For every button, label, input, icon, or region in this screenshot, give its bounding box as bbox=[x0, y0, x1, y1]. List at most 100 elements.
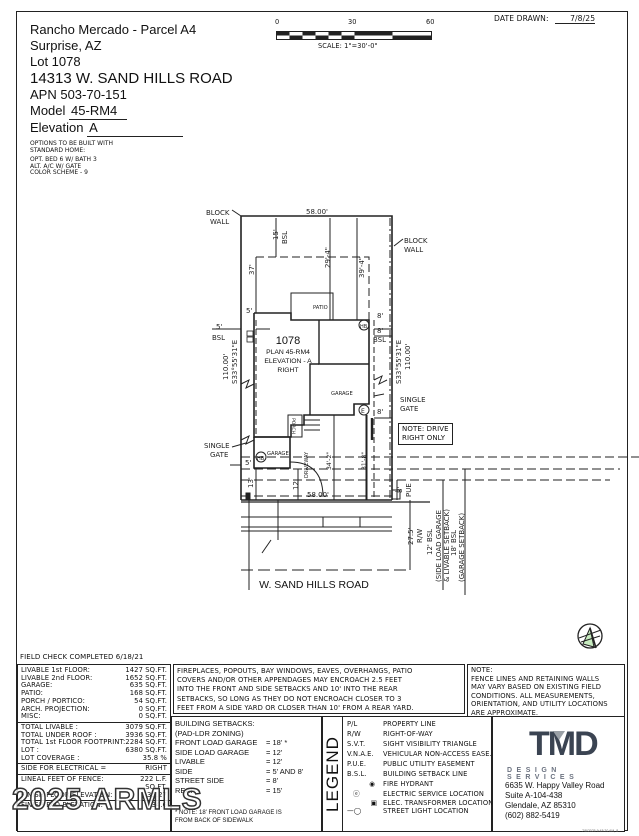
elevation-value: A bbox=[87, 120, 184, 137]
area-row: LIVABLE 2nd FLOOR:1652 SQ.FT. bbox=[21, 674, 167, 683]
apn: APN 503-70-151 bbox=[30, 87, 127, 102]
total-row: LOT :6380 SQ.FT. bbox=[21, 746, 167, 755]
area-label: GARAGE: bbox=[21, 681, 53, 690]
note-line: ORIENTATION, AND UTILITY LOCATIONS bbox=[471, 700, 608, 708]
front-13: 13' bbox=[247, 477, 255, 488]
electrical-label: SIDE FOR ELECTRICAL = bbox=[21, 764, 107, 773]
area-row: LIVABLE 1st FLOOR: 1427 SQ.FT. bbox=[21, 666, 167, 675]
fence-row: LINEAL FEET OF FENCE:222 L.F. bbox=[21, 775, 167, 784]
legend-item: ◉FIRE HYDRANT bbox=[347, 779, 493, 789]
date-drawn: DATE DRAWN: 7/8/25 bbox=[494, 15, 596, 24]
right-bsl-label: BSL bbox=[373, 336, 386, 344]
setback-value: = 12' bbox=[266, 747, 283, 757]
area-row: GARAGE:635 SQ.FT. bbox=[21, 682, 167, 690]
single-gate-left-2: GATE bbox=[210, 451, 228, 459]
scale-tick: 60 bbox=[426, 18, 435, 26]
legend-abbr: P.U.E. bbox=[347, 760, 367, 768]
fence-value: 222 L.F. bbox=[140, 775, 167, 784]
fence-note-title: NOTE: bbox=[471, 666, 493, 674]
legend-abbr: S.V.T. bbox=[347, 740, 366, 748]
setback-label: FRONT LOAD GARAGE bbox=[175, 738, 258, 747]
area-value: 0 SQ.FT. bbox=[138, 712, 167, 721]
setback-value: = 15' bbox=[266, 785, 283, 795]
company-address: Suite A-104-438 bbox=[505, 791, 563, 800]
area-value: 1427 SQ.FT. bbox=[125, 666, 167, 674]
scale-tick: 0 bbox=[275, 18, 280, 26]
area-row: MISC: 0 SQ.FT. bbox=[21, 713, 167, 721]
left-bearing: S33°55'31"E bbox=[231, 340, 239, 384]
legend-item: —◯STREET LIGHT LOCATION bbox=[347, 807, 493, 815]
street-light-icon: —◯ bbox=[347, 807, 362, 815]
options-title-1: OPTIONS TO BE BUILT WITH bbox=[30, 140, 114, 147]
setbacks-zoning: (PAD-LDR ZONING) bbox=[175, 728, 244, 738]
setback-label: LIVABLE bbox=[175, 757, 205, 766]
block-wall-left-2: WALL bbox=[210, 218, 229, 226]
area-label: ARCH. PROJECTION: bbox=[21, 704, 90, 713]
option-item: ALT. A/C W/ GATE bbox=[30, 162, 82, 170]
setback-label: REAR bbox=[175, 785, 196, 795]
logo-subtitle: DESIGN SERVICES bbox=[507, 767, 579, 781]
setback-value: = 12' bbox=[266, 757, 283, 766]
legend-item: P.U.E.PUBLIC UTILITY EASEMENT bbox=[347, 759, 493, 769]
scale-bar: 0 30 60 SCALE: 1"=30'-0" bbox=[275, 18, 436, 51]
legend-item: ▣ELEC. TRANSFORMER LOCATION bbox=[347, 799, 494, 807]
front-12: 12' bbox=[292, 479, 300, 490]
garage-side-label: GARAGE bbox=[267, 451, 289, 457]
total-value: 3936 SQ.FT. bbox=[125, 730, 167, 739]
garage-main-label: GARAGE bbox=[331, 391, 353, 397]
model-value: 45-RM4 bbox=[69, 103, 128, 120]
option-item: OPT. BED 6 W/ BATH 3 bbox=[30, 156, 97, 164]
finish-floor-row: FINISH FLOOR ELEVATION:35.27 bbox=[21, 791, 167, 800]
setback-row: SIDE= 5' AND 8' bbox=[175, 767, 318, 777]
area-label: MISC: bbox=[21, 712, 41, 721]
finish-pad-label: FINISH PAD ELEVATION: bbox=[21, 801, 103, 810]
setback-value: = 18' * bbox=[266, 738, 288, 747]
transformer-icon: ▣ bbox=[370, 799, 377, 807]
dim-37: 37' bbox=[248, 264, 256, 275]
setbacks-note: FROM BACK OF SIDEWALK bbox=[175, 818, 254, 824]
electrical-value: RIGHT bbox=[145, 764, 167, 773]
block-wall-right-1: BLOCK bbox=[404, 237, 428, 245]
scale-bar-graphic bbox=[276, 31, 432, 40]
option-item: COLOR SCHEME - 9 bbox=[30, 169, 88, 177]
left-depth: 110.00' bbox=[222, 354, 230, 380]
street-address: 14313 W. SAND HILLS ROAD bbox=[30, 70, 233, 87]
legend-abbr: B.S.L. bbox=[347, 770, 367, 778]
total-row: LOT COVERAGE :35.8 % bbox=[21, 754, 167, 763]
armls-watermark: 2025 ARMLS bbox=[11, 782, 203, 817]
rear-bsl-dim: 15' bbox=[272, 229, 280, 240]
electric-service-icon: ⓔ bbox=[353, 790, 360, 798]
total-row: TOTAL UNDER ROOF :3936 SQ.FT. bbox=[21, 730, 167, 740]
setback-label: SIDE bbox=[175, 766, 193, 776]
setback-label: SIDE LOAD GARAGE bbox=[175, 747, 250, 757]
rw-label: R/W bbox=[416, 529, 424, 543]
setback-row: LIVABLE = 12' bbox=[175, 757, 318, 767]
bsl-18-note: (GARAGE SETBACK) bbox=[458, 513, 466, 582]
area-row: PORCH / PORTICO:54 SQ.FT. bbox=[21, 697, 167, 706]
north-arrow-icon bbox=[577, 623, 603, 649]
plan-orientation: RIGHT bbox=[277, 367, 298, 374]
company-address: 6635 W. Happy Valley Road bbox=[505, 781, 605, 790]
legend-desc: RIGHT-OF-WAY bbox=[383, 730, 433, 738]
hose-bib-rear: HB bbox=[360, 324, 368, 330]
left-bsl-5: 5' bbox=[216, 323, 222, 331]
drive-note-line: NOTE: DRIVE bbox=[402, 425, 449, 433]
community-name: Rancho Mercado - Parcel A4 bbox=[30, 22, 197, 37]
total-value: 3079 SQ.FT. bbox=[125, 722, 167, 731]
area-label: LIVABLE 1st FLOOR: bbox=[21, 666, 91, 674]
legend-desc: SIGHT VISIBILITY TRIANGLE bbox=[383, 740, 477, 748]
setback-value: = 8' bbox=[266, 776, 279, 785]
field-check: FIELD CHECK COMPLETED 6/18/21 bbox=[20, 653, 144, 661]
setback-row: STREET SIDE= 8' bbox=[175, 776, 318, 786]
building-setbacks: BUILDING SETBACKS: (PAD-LDR ZONING) FRON… bbox=[171, 716, 322, 832]
rw-27-5: 27.5' bbox=[407, 527, 415, 545]
porch-label: PORCH bbox=[290, 418, 296, 434]
legend-desc: FIRE HYDRANT bbox=[383, 780, 434, 788]
legend-item: V.N.A.E.VEHICULAR NON-ACCESS EASE. bbox=[347, 749, 493, 759]
dim-29-4: 29'-4" bbox=[324, 247, 332, 268]
fence-note: NOTE: FENCE LINES AND RETAINING WALLS MA… bbox=[467, 664, 625, 717]
